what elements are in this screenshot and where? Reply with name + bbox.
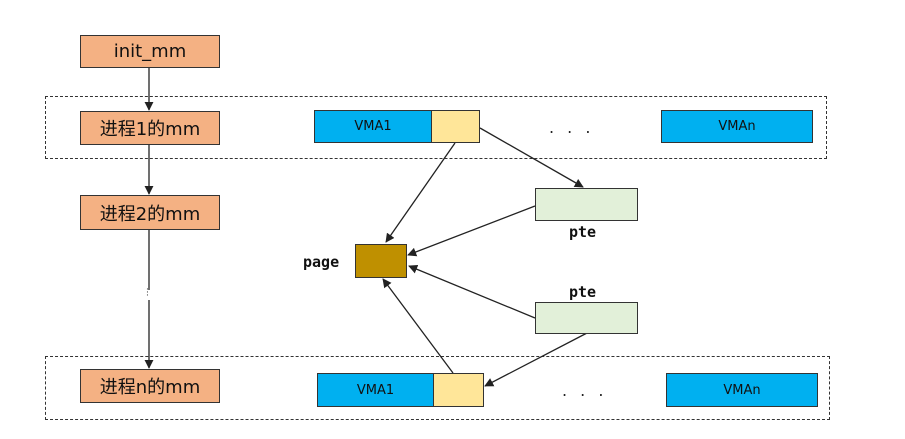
vman-row1-label: VMAn — [718, 119, 756, 134]
init-mm-box: init_mm — [80, 35, 220, 68]
init-mm-label: init_mm — [113, 41, 187, 62]
process2-mm-label: 进程2的mm — [99, 203, 201, 225]
process1-mm-label: 进程1的mm — [99, 119, 201, 140]
arrow-vma1-to-page — [385, 142, 456, 243]
vma1-row1-label: VMA1 — [354, 119, 392, 134]
arrow-pte-bottom-to-vma1n — [484, 332, 588, 387]
page-label: page — [303, 253, 340, 271]
vma1-row2-label: VMA1 — [356, 382, 395, 398]
vman-row1: VMAn — [661, 110, 813, 143]
processn-mm-box: 进程n的mm — [80, 369, 220, 403]
vma1-row1-tail — [431, 110, 480, 143]
arrow-vma1n-to-page — [382, 278, 454, 374]
vma-row1-ellipsis: . . . — [549, 118, 595, 137]
pte-top-box — [535, 188, 638, 221]
page-box — [355, 244, 407, 278]
vman-row2: VMAn — [666, 373, 818, 407]
vman-row2-label: VMAn — [723, 382, 761, 398]
process2-mm-box: 进程2的mm — [80, 195, 220, 230]
pte-bottom-label: pte — [569, 283, 597, 301]
pte-bottom-box — [535, 302, 638, 334]
arrow-vma1-to-pte-top — [479, 127, 584, 188]
arrow-pte-top-to-page — [407, 205, 536, 257]
vma-row2-ellipsis: . . . — [562, 381, 608, 400]
process1-mm-box: 进程1的mm — [80, 111, 220, 145]
pte-top-label: pte — [569, 223, 597, 241]
vma1-row1: VMA1 — [314, 110, 432, 143]
processn-mm-label: 进程n的mm — [99, 377, 201, 398]
chain-ellipsis-icon: ··· — [146, 285, 149, 301]
vma1-row2-tail — [433, 373, 484, 407]
vma1-row2: VMA1 — [317, 373, 434, 407]
process1-container — [45, 96, 827, 159]
arrow-pte-bottom-to-page — [408, 264, 536, 319]
processn-container — [45, 356, 830, 420]
